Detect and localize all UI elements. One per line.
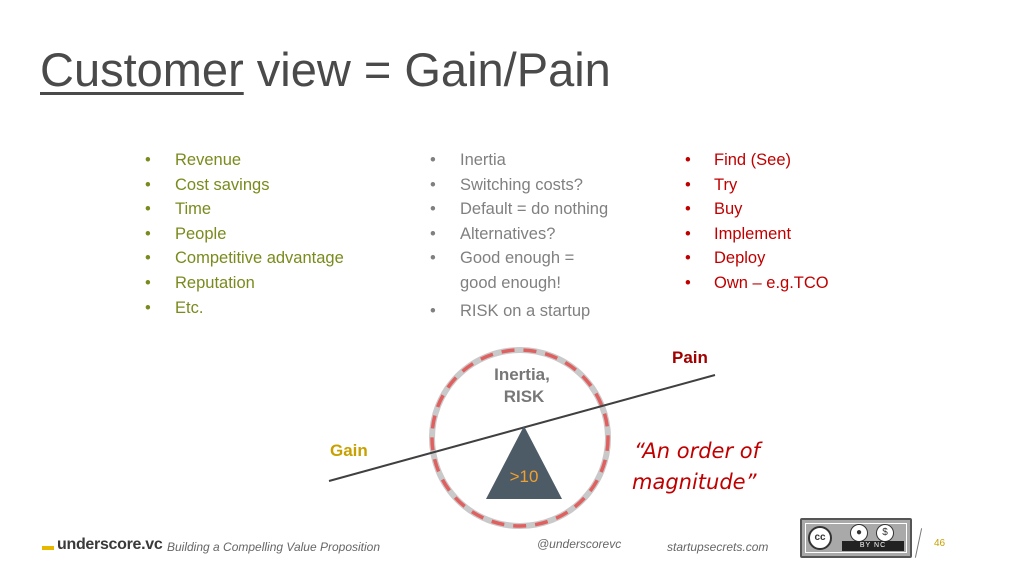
cc-license-badge: cc ● $ BY NC bbox=[800, 518, 912, 558]
pain-list: Find (See) Try Buy Implement Deploy Own … bbox=[685, 148, 829, 296]
inertia-item-line: Good enough = bbox=[460, 249, 575, 268]
quote-line-1: “An order of bbox=[634, 439, 764, 463]
gain-item: Cost savings bbox=[145, 173, 344, 198]
inertia-label-line-2: RISK bbox=[504, 387, 545, 406]
pain-item: Buy bbox=[685, 197, 829, 222]
fulcrum-label: >10 bbox=[510, 467, 539, 486]
inertia-item-line: good enough! bbox=[460, 273, 561, 292]
gain-item: Etc. bbox=[145, 296, 344, 321]
fulcrum-triangle bbox=[486, 426, 562, 499]
gain-list: Revenue Cost savings Time People Competi… bbox=[145, 148, 344, 320]
pain-item: Try bbox=[685, 173, 829, 198]
footer-subtitle: Building a Compelling Value Proposition bbox=[167, 540, 381, 554]
pain-item: Deploy bbox=[685, 246, 829, 271]
inertia-item: Inertia bbox=[430, 148, 608, 173]
footer-handle: @underscorevc bbox=[537, 537, 622, 551]
pain-label: Pain bbox=[672, 348, 708, 367]
slide-title: Customer view = Gain/Pain bbox=[40, 46, 611, 93]
inertia-item: Switching costs? bbox=[430, 173, 608, 198]
title-underlined-word: Customer bbox=[40, 43, 244, 96]
balance-beam bbox=[328, 374, 716, 482]
gain-item: Revenue bbox=[145, 148, 344, 173]
inertia-item: Default = do nothing bbox=[430, 197, 608, 222]
creative-commons-icon: cc bbox=[808, 526, 832, 550]
inertia-item: Good enough = good enough! bbox=[430, 246, 608, 295]
attribution-icon: ● bbox=[850, 524, 868, 542]
inertia-list: Inertia Switching costs? Default = do no… bbox=[430, 148, 608, 323]
inertia-item: RISK on a startup bbox=[430, 299, 608, 324]
logo-text: underscore.vc bbox=[57, 536, 163, 553]
logo-underscore-mark bbox=[42, 546, 54, 550]
pain-item: Find (See) bbox=[685, 148, 829, 173]
inertia-circle-dashed bbox=[430, 348, 610, 528]
gain-item: People bbox=[145, 222, 344, 247]
gain-label: Gain bbox=[330, 441, 368, 460]
quote-line-2: magnitude” bbox=[632, 470, 758, 494]
pain-item: Implement bbox=[685, 222, 829, 247]
noncommercial-icon: $ bbox=[876, 524, 894, 542]
gain-item: Reputation bbox=[145, 271, 344, 296]
page-number: 46 bbox=[934, 538, 946, 549]
inertia-label-line-1: Inertia, bbox=[494, 365, 550, 384]
inertia-item: Alternatives? bbox=[430, 222, 608, 247]
license-strip: BY NC bbox=[842, 541, 904, 551]
gain-item: Competitive advantage bbox=[145, 246, 344, 271]
footer-site: startupsecrets.com bbox=[667, 540, 769, 554]
underscore-logo: underscore.vc bbox=[42, 536, 163, 554]
badge-inner-border bbox=[805, 523, 907, 553]
title-rest: view = Gain/Pain bbox=[243, 43, 611, 96]
pain-item: Own – e.g.TCO bbox=[685, 271, 829, 296]
gain-item: Time bbox=[145, 197, 344, 222]
